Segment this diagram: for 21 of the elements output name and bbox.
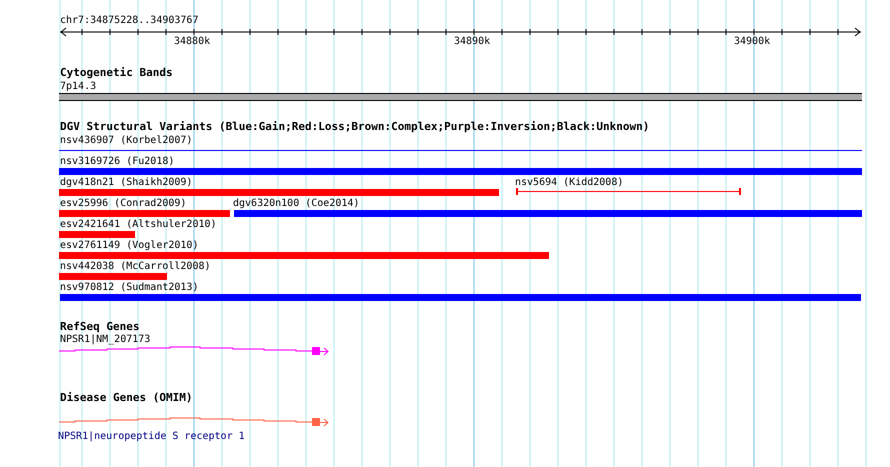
variant-label: nsv436907 (Korbel2007): [60, 135, 192, 147]
variant-label: dgv418n21 (Shaikh2009): [60, 177, 192, 189]
tick-label: 34900k: [734, 36, 770, 48]
axis-label: chr7:34875228..34903767: [60, 15, 198, 27]
tick-label: 34890k: [454, 36, 490, 48]
gene-label: NPSR1|neuropeptide S receptor 1: [58, 431, 245, 443]
variant-label: dgv6320n100 (Coe2014): [233, 198, 360, 210]
variant-label: esv2421641 (Altshuler2010): [60, 219, 217, 231]
variant-label: nsv5694 (Kidd2008): [515, 177, 624, 189]
variant-label: esv25996 (Conrad2009): [60, 198, 186, 210]
band-label: 7p14.3: [60, 81, 96, 93]
variant-label: nsv970812 (Sudmant2013): [60, 282, 198, 294]
variant-label: nsv442038 (McCarroll2008): [60, 261, 211, 273]
track-title: RefSeq Genes: [60, 321, 140, 333]
variant-label: esv2761149 (Vogler2010): [60, 240, 198, 252]
gene-label: NPSR1|NM_207173: [60, 334, 150, 346]
track-title: DGV Structural Variants (Blue:Gain;Red:Loss;Brown:Complex;Purple:Inversion;Black:Unknown): [60, 121, 650, 133]
track-title: Cytogenetic Bands: [60, 67, 173, 79]
variant-label: nsv3169726 (Fu2018): [60, 156, 174, 168]
tick-label: 34880k: [174, 36, 210, 48]
track-title: Disease Genes (OMIM): [60, 392, 192, 404]
